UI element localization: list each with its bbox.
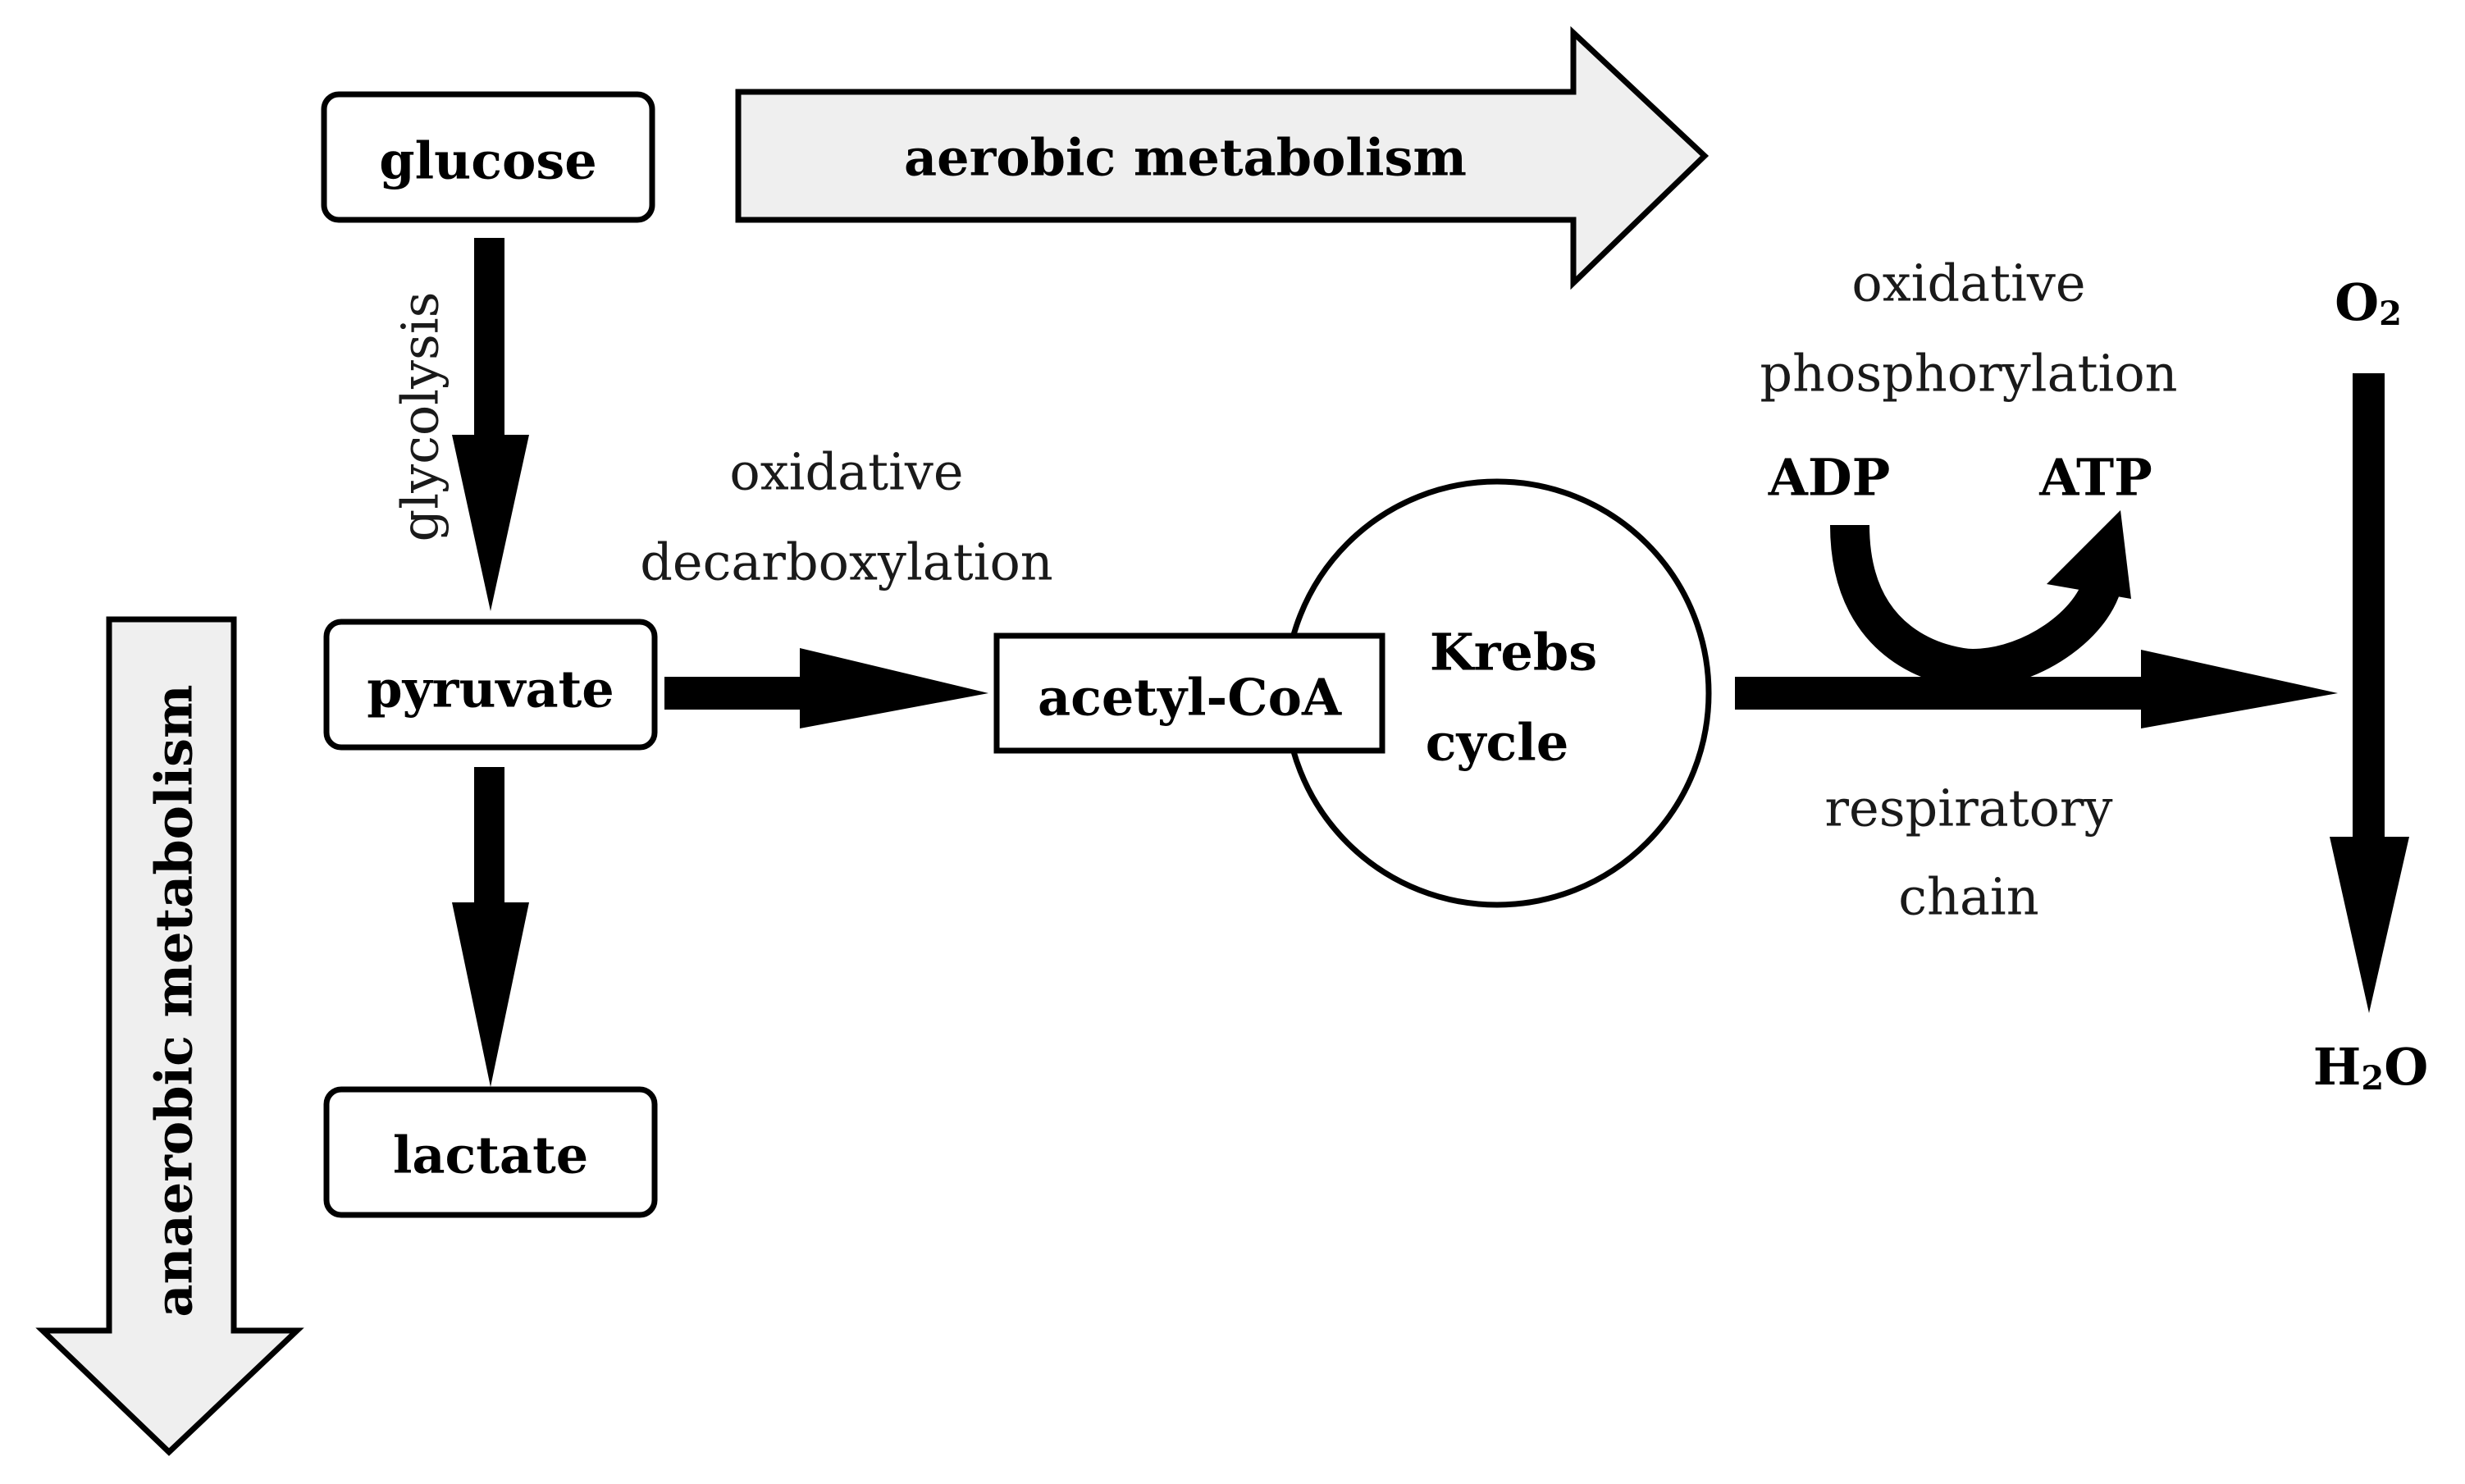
- respiratory-chain-label-line1: respiratory: [1824, 779, 2112, 838]
- oxidative-decarboxylation-label-line2: decarboxylation: [640, 532, 1053, 592]
- pyruvate-node: pyruvate: [323, 619, 658, 751]
- pyruvate-to-acetylcoa-arrow: [664, 648, 988, 728]
- anaerobic-metabolism-arrow: anaerobic metabolism: [35, 616, 304, 1456]
- acetyl-coa-label: acetyl-CoA: [1038, 668, 1342, 728]
- water-label: H2O: [2313, 1037, 2428, 1098]
- adp-atp-curved-arrow: [1830, 510, 2131, 689]
- respiratory-chain-arrow: [1735, 650, 2338, 728]
- acetyl-coa-node: acetyl-CoA: [993, 632, 1385, 754]
- oxidative-decarboxylation-label-line1: oxidative: [729, 442, 963, 502]
- lactate-label: lactate: [393, 1126, 588, 1185]
- atp-label: ATP: [2038, 448, 2152, 508]
- adp-label: ADP: [1768, 448, 1891, 508]
- oxidative-phosphorylation-label-line1: oxidative: [1851, 253, 2085, 313]
- oxygen-to-water-arrow: [2330, 373, 2409, 1013]
- krebs-label-line2: cycle: [1426, 713, 1569, 773]
- lactate-node: lactate: [323, 1086, 658, 1218]
- oxygen-label: O2: [2335, 272, 2402, 333]
- glucose-node: glucose: [321, 91, 655, 223]
- krebs-label-line1: Krebs: [1430, 623, 1597, 683]
- anaerobic-metabolism-label: anaerobic metabolism: [144, 684, 204, 1317]
- aerobic-metabolism-arrow: aerobic metabolism: [735, 25, 1710, 290]
- glycolysis-label: glycolysis: [390, 292, 450, 542]
- aerobic-metabolism-label: aerobic metabolism: [904, 128, 1467, 188]
- respiratory-chain-label-line2: chain: [1898, 867, 2038, 927]
- glycolysis-arrow: [452, 238, 529, 611]
- glucose-label: glucose: [379, 131, 596, 191]
- pyruvate-label: pyruvate: [367, 660, 614, 719]
- oxidative-phosphorylation-label-line2: phosphorylation: [1760, 344, 2177, 404]
- pyruvate-to-lactate-arrow: [452, 767, 529, 1087]
